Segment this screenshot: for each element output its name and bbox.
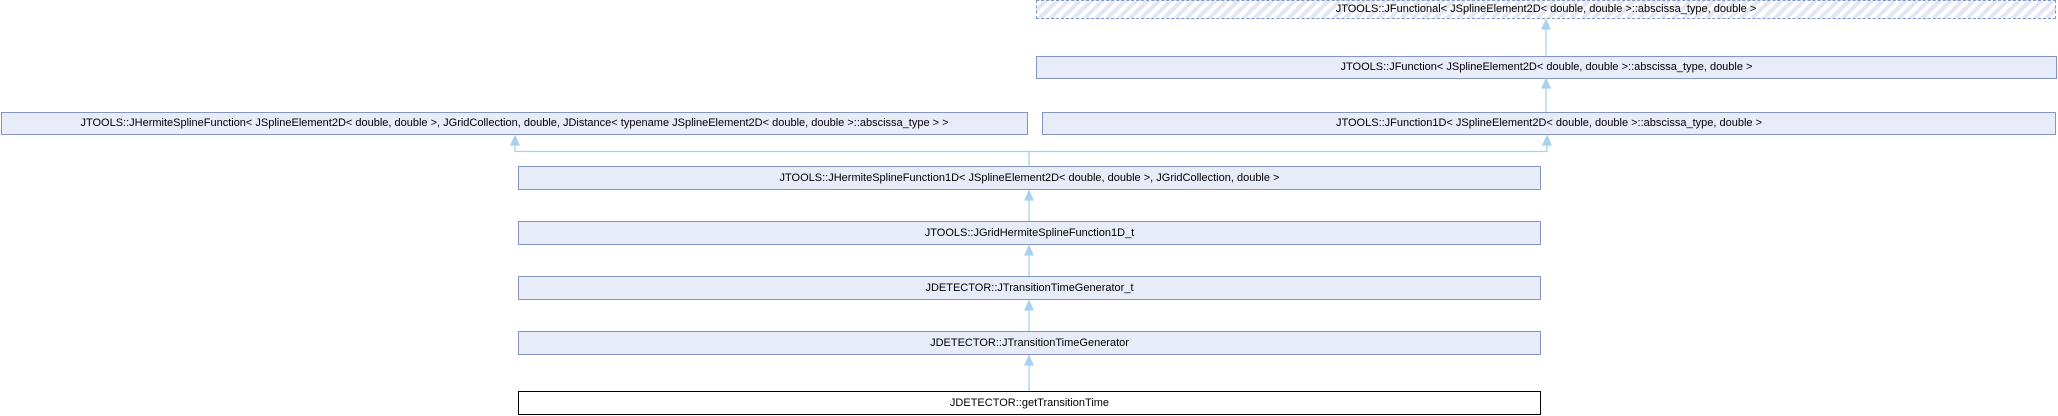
edge-jfunction-to-jfunctional — [1540, 18, 1552, 56]
class-node-jgridhermitesplinefunction1d-t[interactable]: JTOOLS::JGridHermiteSplineFunction1D_t — [518, 221, 1541, 245]
class-node-jfunction[interactable]: JTOOLS::JFunction< JSplineElement2D< dou… — [1036, 56, 2057, 79]
edge-jhermitesplinefunction1d-branch — [509, 134, 1553, 166]
class-node-jfunction1d[interactable]: JTOOLS::JFunction1D< JSplineElement2D< d… — [1042, 112, 2056, 135]
edge-jfunction1d-to-jfunction — [1540, 77, 1552, 112]
edge-gettransitiontime-to-jttgenerator — [1023, 354, 1035, 391]
class-node-jtransitiontimegenerator-t[interactable]: JDETECTOR::JTransitionTimeGenerator_t — [518, 276, 1541, 300]
edge-jgridhermite-to-jhermitesplinefunction1d — [1023, 189, 1035, 221]
class-node-jtransitiontimegenerator[interactable]: JDETECTOR::JTransitionTimeGenerator — [518, 331, 1541, 355]
class-node-jhermitesplinefunction1d[interactable]: JTOOLS::JHermiteSplineFunction1D< JSplin… — [518, 166, 1541, 190]
class-node-jhermitesplinefunction[interactable]: JTOOLS::JHermiteSplineFunction< JSplineE… — [1, 112, 1028, 135]
edge-jttgenerator-to-jttgenerator-t — [1023, 299, 1035, 331]
class-node-jfunctional: JTOOLS::JFunctional< JSplineElement2D< d… — [1036, 0, 2056, 19]
current-node-gettransitiontime: JDETECTOR::getTransitionTime — [518, 391, 1541, 415]
edge-jttgenerator-t-to-jgridhermite — [1023, 244, 1035, 276]
